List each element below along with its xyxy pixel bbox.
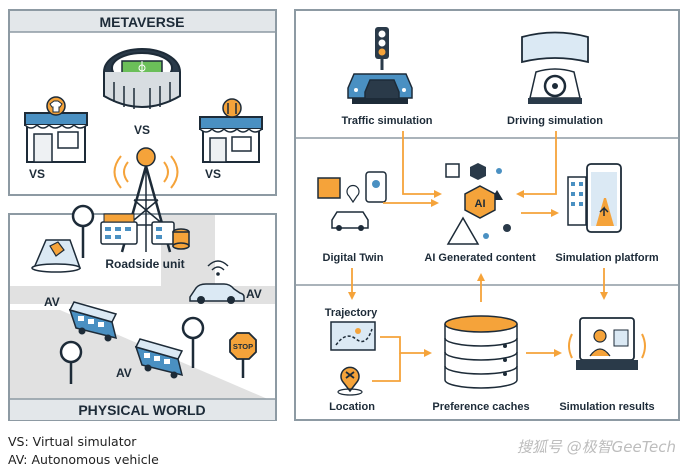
roadside-unit-label: Roadside unit [105, 257, 184, 271]
connected-car-icon [189, 260, 245, 304]
database-stack-icon [444, 315, 518, 389]
trajectory-map-icon [330, 321, 376, 351]
physical-world-panel: PHYSICAL WORLD Roadside unit [8, 147, 277, 421]
arrow-traffic-to-ai [402, 131, 442, 198]
legend-av: AV: Autonomous vehicle [8, 452, 159, 467]
digital-twin-label: Digital Twin [323, 252, 384, 264]
location-label: Location [329, 401, 375, 413]
driving-simulation-label: Driving simulation [507, 115, 603, 127]
arrow-trajectory-to-caches [380, 336, 432, 357]
clothing-shop-icon [24, 96, 88, 163]
preference-caches-label: Preference caches [432, 401, 529, 413]
map-pin-sign-icon-3 [181, 316, 205, 368]
flow-arrows [348, 131, 608, 382]
trajectory-label: Trajectory [325, 307, 378, 319]
ai-generated-content-label: AI Generated content [424, 252, 536, 264]
av-label-bottom: AV [116, 366, 132, 380]
stop-sign-text: STOP [233, 342, 253, 351]
arrow-driving-to-ai [516, 131, 557, 198]
physical-world-title: PHYSICAL WORLD [78, 402, 205, 418]
bus-icon-left [68, 301, 118, 342]
hologram-icon [31, 239, 82, 273]
stadium-icon [103, 48, 181, 109]
legend-vs: VS: Virtual simulator [8, 434, 137, 449]
vs-label-left: VS [29, 167, 45, 181]
av-label-right: AV [246, 287, 262, 301]
stop-sign-icon: STOP [229, 332, 257, 378]
traffic-simulation-label: Traffic simulation [341, 115, 432, 127]
cell-tower-icon [100, 147, 190, 253]
driving-simulator-icon [521, 31, 589, 104]
bus-icon-right [134, 338, 184, 379]
simulation-platform-icon [567, 163, 622, 233]
watermark: 搜狐号 @极智GeeTech [516, 438, 676, 456]
ai-content-icon: AI [445, 163, 511, 245]
vs-label-right: VS [205, 167, 221, 181]
av-label-left: AV [44, 295, 60, 309]
traffic-light-cars-icon [347, 27, 413, 104]
metaverse-title: METAVERSE [99, 14, 184, 30]
arrow-location-to-caches [372, 353, 401, 382]
location-pin-icon [337, 366, 363, 396]
simulation-results-icon [568, 317, 646, 370]
map-pin-sign-icon [71, 204, 95, 258]
simulation-platform-label: Simulation platform [555, 252, 659, 264]
digital-twin-icon [317, 171, 387, 231]
map-pin-sign-icon-2 [59, 340, 83, 384]
ai-badge-text: AI [475, 198, 486, 210]
vs-label-center: VS [134, 123, 150, 137]
metaverse-panel: METAVERSE VS VS [8, 9, 277, 196]
simulation-results-label: Simulation results [559, 401, 654, 413]
pipeline-panel: Traffic simulation Driving simulation Di… [294, 9, 680, 421]
restaurant-shop-icon [199, 98, 263, 163]
